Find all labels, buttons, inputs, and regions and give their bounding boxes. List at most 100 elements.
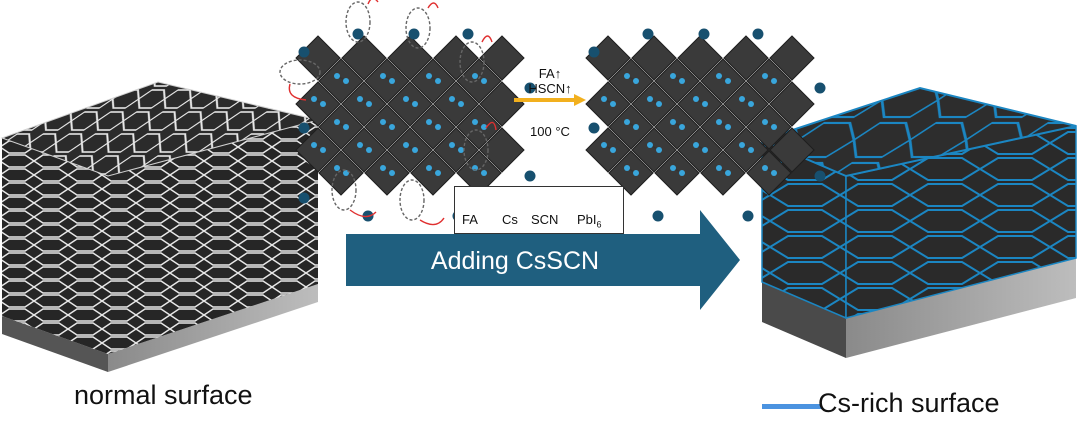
fa-atom: [311, 96, 317, 102]
pbi6-octahedron: [677, 127, 723, 173]
fa-atom: [449, 142, 455, 148]
pbi6-octahedron: [631, 81, 677, 127]
pbi6-octahedron: [341, 35, 387, 81]
fa-atom: [670, 73, 676, 79]
cs-ion: [298, 122, 310, 134]
left-front-face: [2, 138, 108, 354]
fa-atom: [771, 170, 777, 176]
pbi6-octahedron: [631, 127, 677, 173]
cs-ion: [408, 28, 420, 40]
fa-atom: [748, 147, 754, 153]
pbi6-octahedron: [295, 81, 341, 127]
fa-atom: [458, 147, 464, 153]
fa-atom: [320, 101, 326, 107]
fa-atom: [670, 165, 676, 171]
fa-atom: [647, 142, 653, 148]
fa-atom: [389, 170, 395, 176]
fa-atom: [771, 124, 777, 130]
fa-atom: [739, 142, 745, 148]
pbi6-octahedron: [433, 81, 479, 127]
fa-atom: [426, 73, 432, 79]
fa-atom: [472, 73, 478, 79]
fa-atom: [656, 101, 662, 107]
pbi6-octahedron: [723, 127, 769, 173]
legend-fa-label: FA: [462, 212, 478, 227]
fa-atom: [389, 124, 395, 130]
fa-atom: [748, 101, 754, 107]
normal-surface-label: normal surface: [74, 380, 253, 410]
pbi6-octahedron: [585, 81, 631, 127]
fa-atom: [481, 78, 487, 84]
pbi6-octahedron: [677, 35, 723, 81]
pbi6-octahedron: [700, 104, 746, 150]
fa-atom: [380, 119, 386, 125]
fa-atom: [656, 147, 662, 153]
pbi6-octahedron: [723, 35, 769, 81]
cs-rich-legend-line: [762, 404, 822, 409]
pbi6-octahedron: [769, 35, 815, 81]
fa-atom: [343, 124, 349, 130]
cs-ion: [814, 170, 826, 182]
pbi6-octahedron: [769, 81, 815, 127]
cs-ion: [588, 122, 600, 134]
fa-atom: [343, 78, 349, 84]
fa-atom: [716, 73, 722, 79]
pbi6-octahedron: [364, 58, 410, 104]
fa-atom: [334, 165, 340, 171]
pbi6-octahedron: [318, 150, 364, 196]
fa-atom: [481, 124, 487, 130]
legend-pbi6-label: PbI6: [577, 212, 602, 230]
pbi6-octahedron: [364, 104, 410, 150]
pbi6-octahedron: [318, 58, 364, 104]
cs-ion: [588, 46, 600, 58]
pbi6-octahedron: [410, 104, 456, 150]
left-side-face: [108, 120, 318, 354]
pbi6-octahedron: [456, 104, 502, 150]
pbi6-octahedron: [723, 81, 769, 127]
pbi6-octahedron: [410, 150, 456, 196]
fa-atom: [633, 78, 639, 84]
fa-atom: [403, 96, 409, 102]
cs-ion: [298, 46, 310, 58]
cs-ion: [524, 170, 536, 182]
cs-ion: [652, 210, 664, 222]
cs-ion: [524, 82, 536, 94]
left-substrate-side: [108, 284, 318, 372]
fa-atom: [702, 101, 708, 107]
fa-atom: [771, 78, 777, 84]
cs-ion: [352, 28, 364, 40]
pbi6-octahedron: [410, 58, 456, 104]
pbi6-octahedron: [608, 150, 654, 196]
fa-atom: [334, 73, 340, 79]
cs-ion: [642, 28, 654, 40]
fa-atom: [449, 96, 455, 102]
legend-scn-label: SCN: [531, 212, 559, 227]
right-substrate-front: [762, 282, 846, 358]
pbi6-octahedron: [387, 81, 433, 127]
fa-atom: [610, 101, 616, 107]
pbi6-octahedron: [654, 58, 700, 104]
fa-atom: [601, 96, 607, 102]
fa-atom: [610, 147, 616, 153]
fa-atom: [739, 96, 745, 102]
fa-atom: [366, 101, 372, 107]
pbi6-octahedron: [608, 104, 654, 150]
fa-atom: [624, 165, 630, 171]
cs-ion: [698, 28, 710, 40]
cs-ion: [814, 82, 826, 94]
fa-atom: [647, 96, 653, 102]
fa-atom: [435, 78, 441, 84]
cs-ion: [462, 28, 474, 40]
pbi6-octahedron: [654, 150, 700, 196]
fa-atom: [403, 142, 409, 148]
pbi6-octahedron: [456, 58, 502, 104]
cs-ion: [742, 210, 754, 222]
pbi6-octahedron: [433, 127, 479, 173]
condition-fa: FA↑: [538, 66, 562, 81]
pbi6-octahedron: [769, 127, 815, 173]
fa-atom: [670, 119, 676, 125]
pbi6-octahedron: [631, 35, 677, 81]
fa-atom: [624, 73, 630, 79]
fa-atom: [366, 147, 372, 153]
